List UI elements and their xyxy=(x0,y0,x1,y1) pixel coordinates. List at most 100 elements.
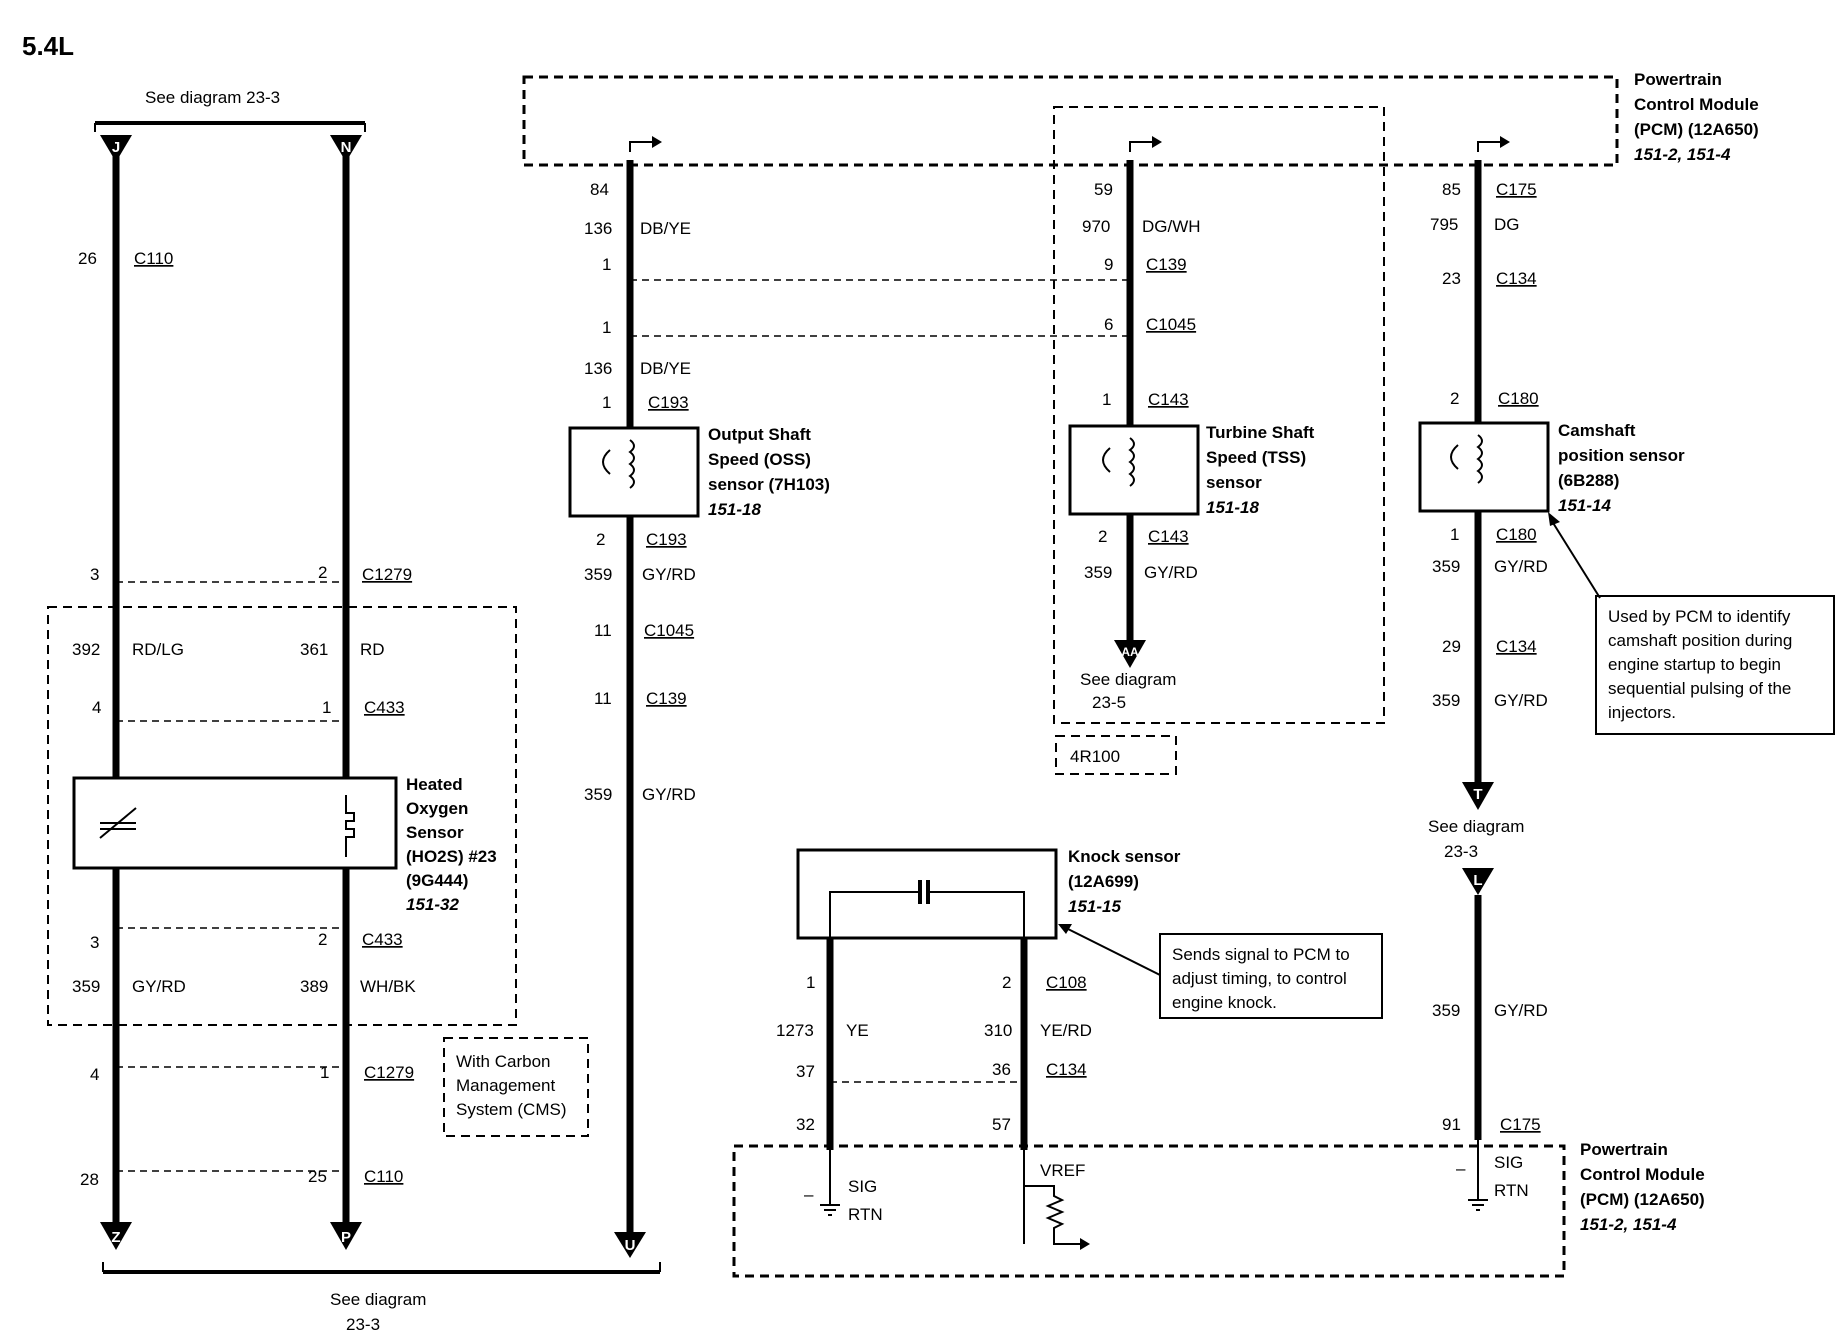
pcm-bottom-label: Powertrain xyxy=(1580,1140,1668,1159)
svg-text:N: N xyxy=(341,139,352,156)
svg-text:T: T xyxy=(1473,786,1482,803)
svg-text:359: 359 xyxy=(1432,691,1460,710)
svg-text:3: 3 xyxy=(90,933,99,952)
coil-icon xyxy=(628,439,635,489)
svg-text:J: J xyxy=(112,139,120,156)
svg-text:VREF: VREF xyxy=(1040,1161,1085,1180)
svg-text:Sends signal to PCM to: Sends signal to PCM to xyxy=(1172,945,1350,964)
svg-text:C180: C180 xyxy=(1496,525,1537,544)
svg-text:795: 795 xyxy=(1430,215,1458,234)
svg-text:Sensor: Sensor xyxy=(406,823,464,842)
svg-text:57: 57 xyxy=(992,1115,1011,1134)
svg-text:23-3: 23-3 xyxy=(1444,842,1478,861)
pin-z xyxy=(100,1222,132,1250)
svg-text:Control Module: Control Module xyxy=(1634,95,1759,114)
svg-text:151-2, 151-4: 151-2, 151-4 xyxy=(1580,1215,1677,1234)
svg-text:11: 11 xyxy=(594,689,612,708)
svg-text:25: 25 xyxy=(308,1167,327,1186)
pin-p xyxy=(330,1222,362,1250)
svg-text:4R100: 4R100 xyxy=(1070,747,1120,766)
svg-text:C175: C175 xyxy=(1496,180,1537,199)
svg-text:59: 59 xyxy=(1094,180,1113,199)
svg-text:2: 2 xyxy=(1002,973,1011,992)
svg-text:(12A699): (12A699) xyxy=(1068,872,1139,891)
svg-text:151-32: 151-32 xyxy=(406,895,459,914)
pin-u xyxy=(614,1232,646,1258)
svg-text:DG/WH: DG/WH xyxy=(1142,217,1201,236)
svg-text:(9G444): (9G444) xyxy=(406,871,468,890)
svg-text:C134: C134 xyxy=(1046,1060,1087,1079)
knock-label: Knock sensor xyxy=(1068,847,1181,866)
svg-text:359: 359 xyxy=(1432,1001,1460,1020)
svg-text:WH/BK: WH/BK xyxy=(360,977,416,996)
svg-text:sensor (7H103): sensor (7H103) xyxy=(708,475,830,494)
svg-text:151-18: 151-18 xyxy=(708,500,761,519)
svg-text:GY/RD: GY/RD xyxy=(1144,563,1198,582)
svg-text:C1045: C1045 xyxy=(1146,315,1196,334)
connector-c110: C110 xyxy=(134,249,173,268)
svg-text:389: 389 xyxy=(300,977,328,996)
svg-text:C1045: C1045 xyxy=(644,621,694,640)
svg-text:1: 1 xyxy=(1450,525,1459,544)
cmp-label: Camshaft xyxy=(1558,421,1636,440)
svg-text:C139: C139 xyxy=(1146,255,1187,274)
svg-text:C108: C108 xyxy=(1046,973,1087,992)
svg-text:1273: 1273 xyxy=(776,1021,814,1040)
svg-text:RD: RD xyxy=(360,640,385,659)
svg-text:C175: C175 xyxy=(1500,1115,1541,1134)
svg-text:C193: C193 xyxy=(646,530,687,549)
svg-text:151-14: 151-14 xyxy=(1558,496,1611,515)
svg-text:23: 23 xyxy=(1442,269,1461,288)
ho2s-label: Heated xyxy=(406,775,463,794)
svg-text:RTN: RTN xyxy=(848,1205,883,1224)
svg-text:Speed (TSS): Speed (TSS) xyxy=(1206,448,1306,467)
svg-text:(HO2S) #23: (HO2S) #23 xyxy=(406,847,497,866)
cmp-sensor-box xyxy=(1418,421,1550,513)
label: 26 xyxy=(78,249,97,268)
svg-text:359: 359 xyxy=(1432,557,1460,576)
svg-text:29: 29 xyxy=(1442,637,1461,656)
svg-text:2: 2 xyxy=(596,530,605,549)
svg-text:4: 4 xyxy=(92,698,101,717)
svg-text:Used by PCM to identify: Used by PCM to identify xyxy=(1608,607,1791,626)
knock-sensor-box xyxy=(796,848,1058,940)
svg-text:sensor: sensor xyxy=(1206,473,1262,492)
svg-text:See diagram: See diagram xyxy=(1080,670,1176,689)
oss-label: Output Shaft xyxy=(708,425,811,444)
svg-text:–: – xyxy=(804,1185,814,1204)
svg-text:C143: C143 xyxy=(1148,390,1189,409)
svg-text:310: 310 xyxy=(984,1021,1012,1040)
resistor-icon xyxy=(1023,1150,1080,1245)
svg-text:151-18: 151-18 xyxy=(1206,498,1259,517)
svg-text:1: 1 xyxy=(320,1063,329,1082)
svg-text:36: 36 xyxy=(992,1060,1011,1079)
svg-text:23-5: 23-5 xyxy=(1092,693,1126,712)
svg-text:RD/LG: RD/LG xyxy=(132,640,184,659)
svg-text:C180: C180 xyxy=(1498,389,1539,408)
4r100-label-box xyxy=(1055,735,1177,775)
connector-c433: C433 xyxy=(364,698,405,717)
pin-j xyxy=(100,135,132,162)
svg-text:1: 1 xyxy=(602,318,611,337)
svg-text:See diagram: See diagram xyxy=(1428,817,1524,836)
pin-n xyxy=(330,135,362,162)
svg-text:DB/YE: DB/YE xyxy=(640,219,691,238)
svg-text:C139: C139 xyxy=(646,689,687,708)
ground-icon xyxy=(820,1204,840,1216)
svg-text:6: 6 xyxy=(1104,315,1113,334)
svg-text:SIG: SIG xyxy=(1494,1153,1523,1172)
svg-text:adjust timing, to control: adjust timing, to control xyxy=(1172,969,1347,988)
svg-text:359: 359 xyxy=(72,977,100,996)
svg-text:C193: C193 xyxy=(648,393,689,412)
svg-text:Oxygen: Oxygen xyxy=(406,799,468,818)
svg-text:1: 1 xyxy=(806,973,815,992)
svg-text:2: 2 xyxy=(318,563,327,582)
svg-text:1: 1 xyxy=(1102,390,1111,409)
svg-text:9: 9 xyxy=(1104,255,1113,274)
svg-text:Speed (OSS): Speed (OSS) xyxy=(708,450,811,469)
svg-text:23-3: 23-3 xyxy=(346,1315,380,1334)
pin-l xyxy=(1462,868,1494,895)
pcm-top-label: Powertrain xyxy=(1634,70,1722,89)
see-diagram-top-left: See diagram 23-3 xyxy=(145,88,280,107)
